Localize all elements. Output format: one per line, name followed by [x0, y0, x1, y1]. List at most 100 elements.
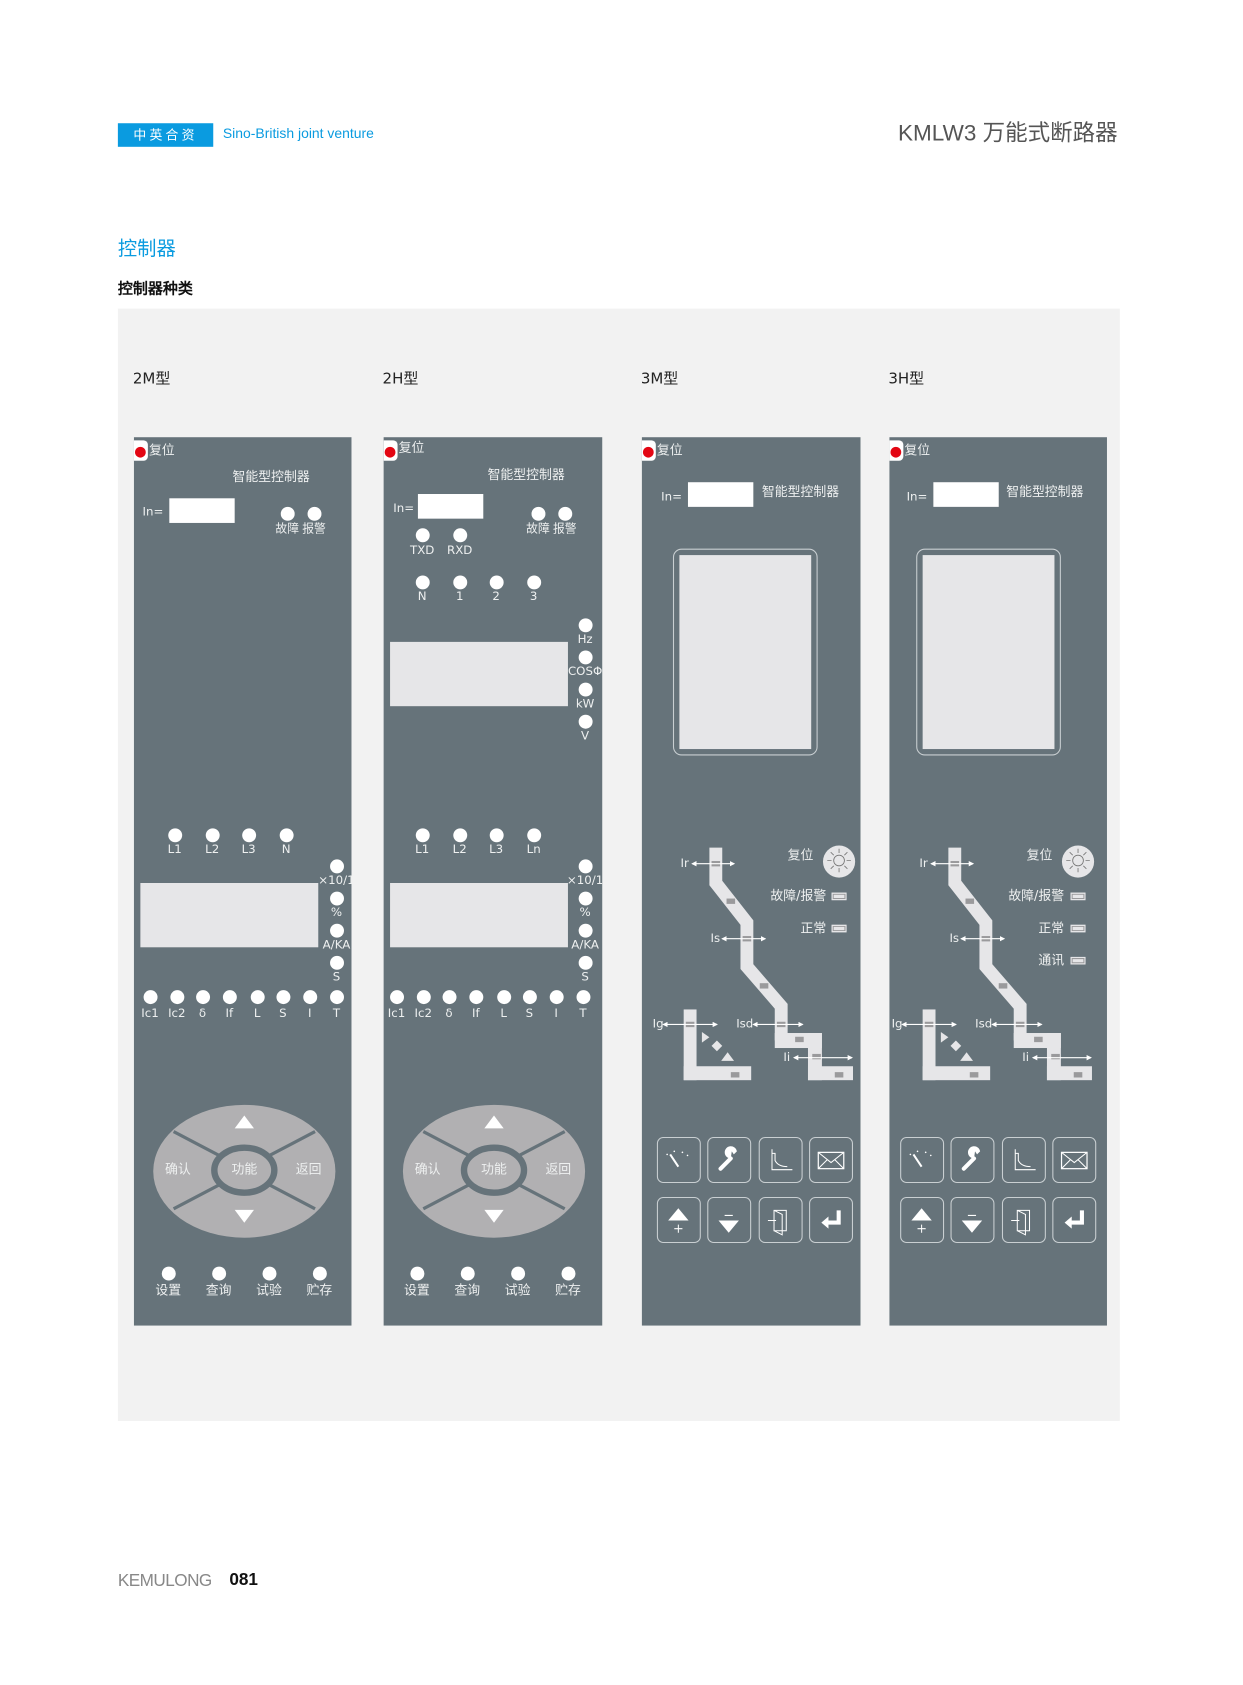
channel-label: N: [417, 589, 427, 604]
setting-mark: [965, 898, 975, 904]
meter-label: COSΦ: [567, 664, 603, 679]
brand-label: 智能型控制器: [1006, 484, 1084, 500]
reset-led-icon: [642, 446, 654, 458]
mode-led: [312, 1266, 327, 1281]
curve-icon: [1014, 1149, 1036, 1171]
in-rating-field: [417, 494, 484, 519]
phase-label: N: [281, 842, 291, 857]
in-label: In=: [393, 501, 415, 516]
unit-label: A/KA: [571, 937, 599, 952]
icon-button[interactable]: [900, 1196, 945, 1244]
icon-button[interactable]: [707, 1136, 752, 1184]
door-exit-icon: [767, 1209, 787, 1236]
alarm-led: [307, 506, 321, 521]
mode-led: [211, 1266, 226, 1281]
joint-venture-badge: 中英合资: [117, 123, 214, 147]
in-label: In=: [661, 489, 683, 504]
keypad-divider: [172, 1130, 220, 1157]
func-key[interactable]: 功能: [481, 1161, 507, 1177]
icon-button[interactable]: [900, 1136, 945, 1184]
unit-led: [329, 955, 344, 970]
protection-label: S: [279, 1006, 287, 1021]
mode-led: [409, 1266, 424, 1281]
panel-type-label: 2H型: [382, 370, 419, 388]
protection-led: [195, 989, 210, 1004]
protection-label: Ic1: [141, 1006, 159, 1021]
ray: [830, 851, 835, 856]
curve-group: [901, 847, 1092, 1081]
gauge-icon: [909, 1150, 932, 1168]
protection-led: [575, 989, 590, 1004]
icon-button[interactable]: [707, 1196, 752, 1244]
arrow-down-icon: [718, 1214, 739, 1233]
in-label: In=: [906, 489, 928, 504]
phase-label: L1: [167, 842, 182, 857]
reset-button[interactable]: [383, 440, 398, 461]
icon-button[interactable]: [758, 1196, 803, 1244]
phase-label: Ln: [526, 842, 541, 857]
protection-led: [143, 989, 157, 1004]
indicator-label: 正常: [800, 920, 827, 936]
keypad: [402, 1104, 586, 1238]
fault-label: 故障: [526, 521, 550, 536]
confirm-key[interactable]: 确认: [414, 1161, 441, 1177]
unit-led: [578, 858, 593, 873]
unit-label: A/KA: [322, 937, 351, 952]
icon-button[interactable]: [656, 1196, 701, 1244]
back-key[interactable]: 返回: [295, 1161, 322, 1177]
protection-label: Ic2: [168, 1006, 186, 1021]
func-key[interactable]: 功能: [231, 1161, 258, 1177]
indicator-label: 故障/报警: [1008, 888, 1065, 904]
protection-label: If: [225, 1006, 234, 1021]
protection-label: δ: [445, 1006, 453, 1021]
back-key[interactable]: 返回: [545, 1161, 572, 1177]
arrow-down-icon: [961, 1214, 983, 1233]
reset-button[interactable]: [133, 440, 148, 461]
reset-button[interactable]: [889, 440, 904, 461]
protection-label: T: [579, 1006, 587, 1021]
protection-led: [389, 989, 404, 1004]
channel-label: 3: [529, 589, 538, 604]
section-title: 控制器: [117, 237, 176, 261]
protection-led: [496, 989, 511, 1004]
icon-button[interactable]: [1001, 1136, 1046, 1184]
ray: [844, 851, 848, 856]
icon-button[interactable]: [950, 1196, 995, 1244]
unit-led: [329, 923, 344, 938]
phase-label: L1: [415, 842, 430, 857]
channel-led: [489, 574, 504, 589]
channel-label: 2: [492, 589, 500, 604]
reset-led-icon: [890, 446, 902, 458]
icon-button[interactable]: [809, 1196, 853, 1244]
triangle-mark: [721, 1052, 735, 1061]
icon-button[interactable]: [1001, 1196, 1046, 1244]
channel-led: [415, 574, 430, 589]
protection-label: T: [332, 1006, 341, 1021]
unit-led: [578, 923, 593, 938]
icon-button[interactable]: [809, 1136, 853, 1184]
icon-button[interactable]: [950, 1136, 995, 1184]
unit-label: S: [581, 969, 589, 984]
curve-label-ir: Ir: [919, 856, 928, 871]
reset-button[interactable]: [641, 440, 656, 461]
phase-label: L3: [489, 842, 504, 857]
diamond-mark: [711, 1040, 723, 1052]
current-display: [390, 882, 568, 948]
icon-button[interactable]: [1052, 1136, 1097, 1184]
icon-button[interactable]: [758, 1136, 803, 1184]
icon-button[interactable]: [656, 1136, 701, 1184]
curve-label-is: Is: [710, 931, 721, 946]
icon-button[interactable]: [1052, 1196, 1097, 1244]
alarm-led: [557, 506, 572, 521]
keypad: [153, 1104, 336, 1238]
curve-label-ii: Ii: [1022, 1050, 1030, 1065]
lcd-frame: [916, 548, 1061, 756]
product-title: KMLW3 万能式断路器: [898, 121, 1118, 146]
mode-label: 试验: [504, 1282, 531, 1298]
setting-mark: [795, 1036, 804, 1043]
unit-label: S: [332, 969, 341, 984]
confirm-key[interactable]: 确认: [165, 1161, 191, 1177]
